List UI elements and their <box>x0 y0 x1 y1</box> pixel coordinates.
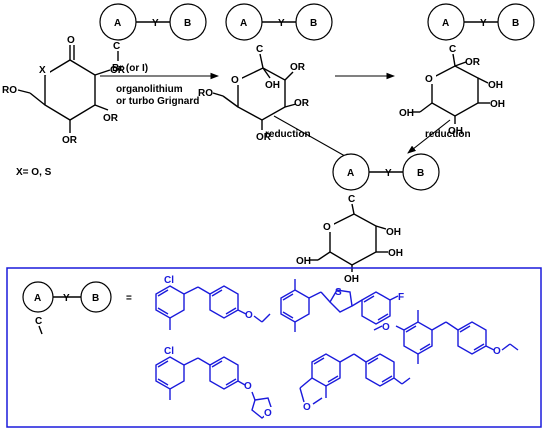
ring-heteroatom-x: X <box>39 65 46 76</box>
carbonyl-o: O <box>67 35 75 46</box>
svg-text:OH: OH <box>344 274 359 285</box>
svg-text:O: O <box>425 74 433 85</box>
svg-text:O: O <box>231 75 239 86</box>
ro-6: RO <box>2 85 17 96</box>
svg-text:A: A <box>442 18 449 29</box>
x-values-label: X= O, S <box>16 167 52 178</box>
or-3: OR <box>103 113 119 124</box>
svg-text:OR: OR <box>290 62 306 73</box>
linker-y: Y <box>152 18 159 29</box>
svg-text:C: C <box>449 44 456 55</box>
svg-text:OR: OR <box>256 132 272 143</box>
halide: Br (or I) <box>112 63 148 74</box>
svg-text:Y: Y <box>63 293 70 304</box>
methyl-ketal: A Y B C O OR OH OH OH OH <box>399 3 535 137</box>
svg-text:OR: OR <box>465 57 481 68</box>
svg-text:O: O <box>264 408 272 419</box>
svg-text:O: O <box>493 346 501 357</box>
svg-text:O: O <box>244 381 252 392</box>
svg-text:Y: Y <box>385 168 392 179</box>
svg-text:OH: OH <box>399 108 414 119</box>
reagent-line1: organolithium <box>116 84 183 95</box>
svg-text:OH: OH <box>388 248 403 259</box>
aglycone-2: S F <box>280 279 404 332</box>
svg-text:Y: Y <box>278 18 285 29</box>
aglycone-1: Cl O <box>155 275 271 330</box>
svg-text:B: B <box>417 168 424 179</box>
svg-text:B: B <box>310 18 317 29</box>
hemiketal-intermediate: A Y B C O OH OR OR OR RO <box>198 3 333 143</box>
reduction-right-label: reduction <box>425 129 471 140</box>
reagent-line2: or turbo Grignard <box>116 96 199 107</box>
starting-lactone: O X OR OR OR RO <box>2 35 126 146</box>
equals-sign: = <box>126 293 132 304</box>
attach-c: C <box>113 41 120 52</box>
svg-text:F: F <box>398 292 404 303</box>
svg-text:O: O <box>323 222 331 233</box>
svg-text:Cl: Cl <box>164 346 174 357</box>
svg-text:A: A <box>347 168 354 179</box>
svg-text:OH: OH <box>296 256 311 267</box>
svg-text:S: S <box>335 287 342 298</box>
ring-b: B <box>184 18 191 29</box>
svg-text:RO: RO <box>198 88 213 99</box>
generic-aglycone: A Y B C = <box>22 281 132 335</box>
svg-text:O: O <box>245 310 253 321</box>
aglycone-box <box>6 267 542 428</box>
svg-text:O: O <box>382 322 390 333</box>
svg-text:C: C <box>256 44 263 55</box>
or-2: OR <box>110 65 126 76</box>
aryl-halide-reagent: A Y B C Br (or I) <box>99 3 207 74</box>
svg-text:OH: OH <box>386 227 401 238</box>
svg-text:OH: OH <box>448 126 463 137</box>
c-glucoside-product: A Y B C O OH OH OH OH <box>296 153 440 285</box>
svg-text:OH: OH <box>490 99 505 110</box>
svg-text:C: C <box>35 316 42 327</box>
svg-text:OH: OH <box>265 80 280 91</box>
reduction-left-label: reduction <box>265 129 311 140</box>
svg-text:B: B <box>512 18 519 29</box>
aglycone-3: O O <box>373 310 519 364</box>
svg-text:Cl: Cl <box>164 275 174 286</box>
ring-a: A <box>114 18 121 29</box>
svg-text:OR: OR <box>294 98 310 109</box>
svg-text:OH: OH <box>488 80 503 91</box>
svg-text:C: C <box>348 194 355 205</box>
svg-text:O: O <box>303 402 311 413</box>
svg-text:Y: Y <box>480 18 487 29</box>
svg-text:A: A <box>240 18 247 29</box>
aglycone-5: O <box>299 353 411 413</box>
svg-text:B: B <box>92 293 99 304</box>
svg-text:A: A <box>34 293 41 304</box>
or-4: OR <box>62 135 78 146</box>
aglycone-4: Cl O O <box>155 346 274 419</box>
